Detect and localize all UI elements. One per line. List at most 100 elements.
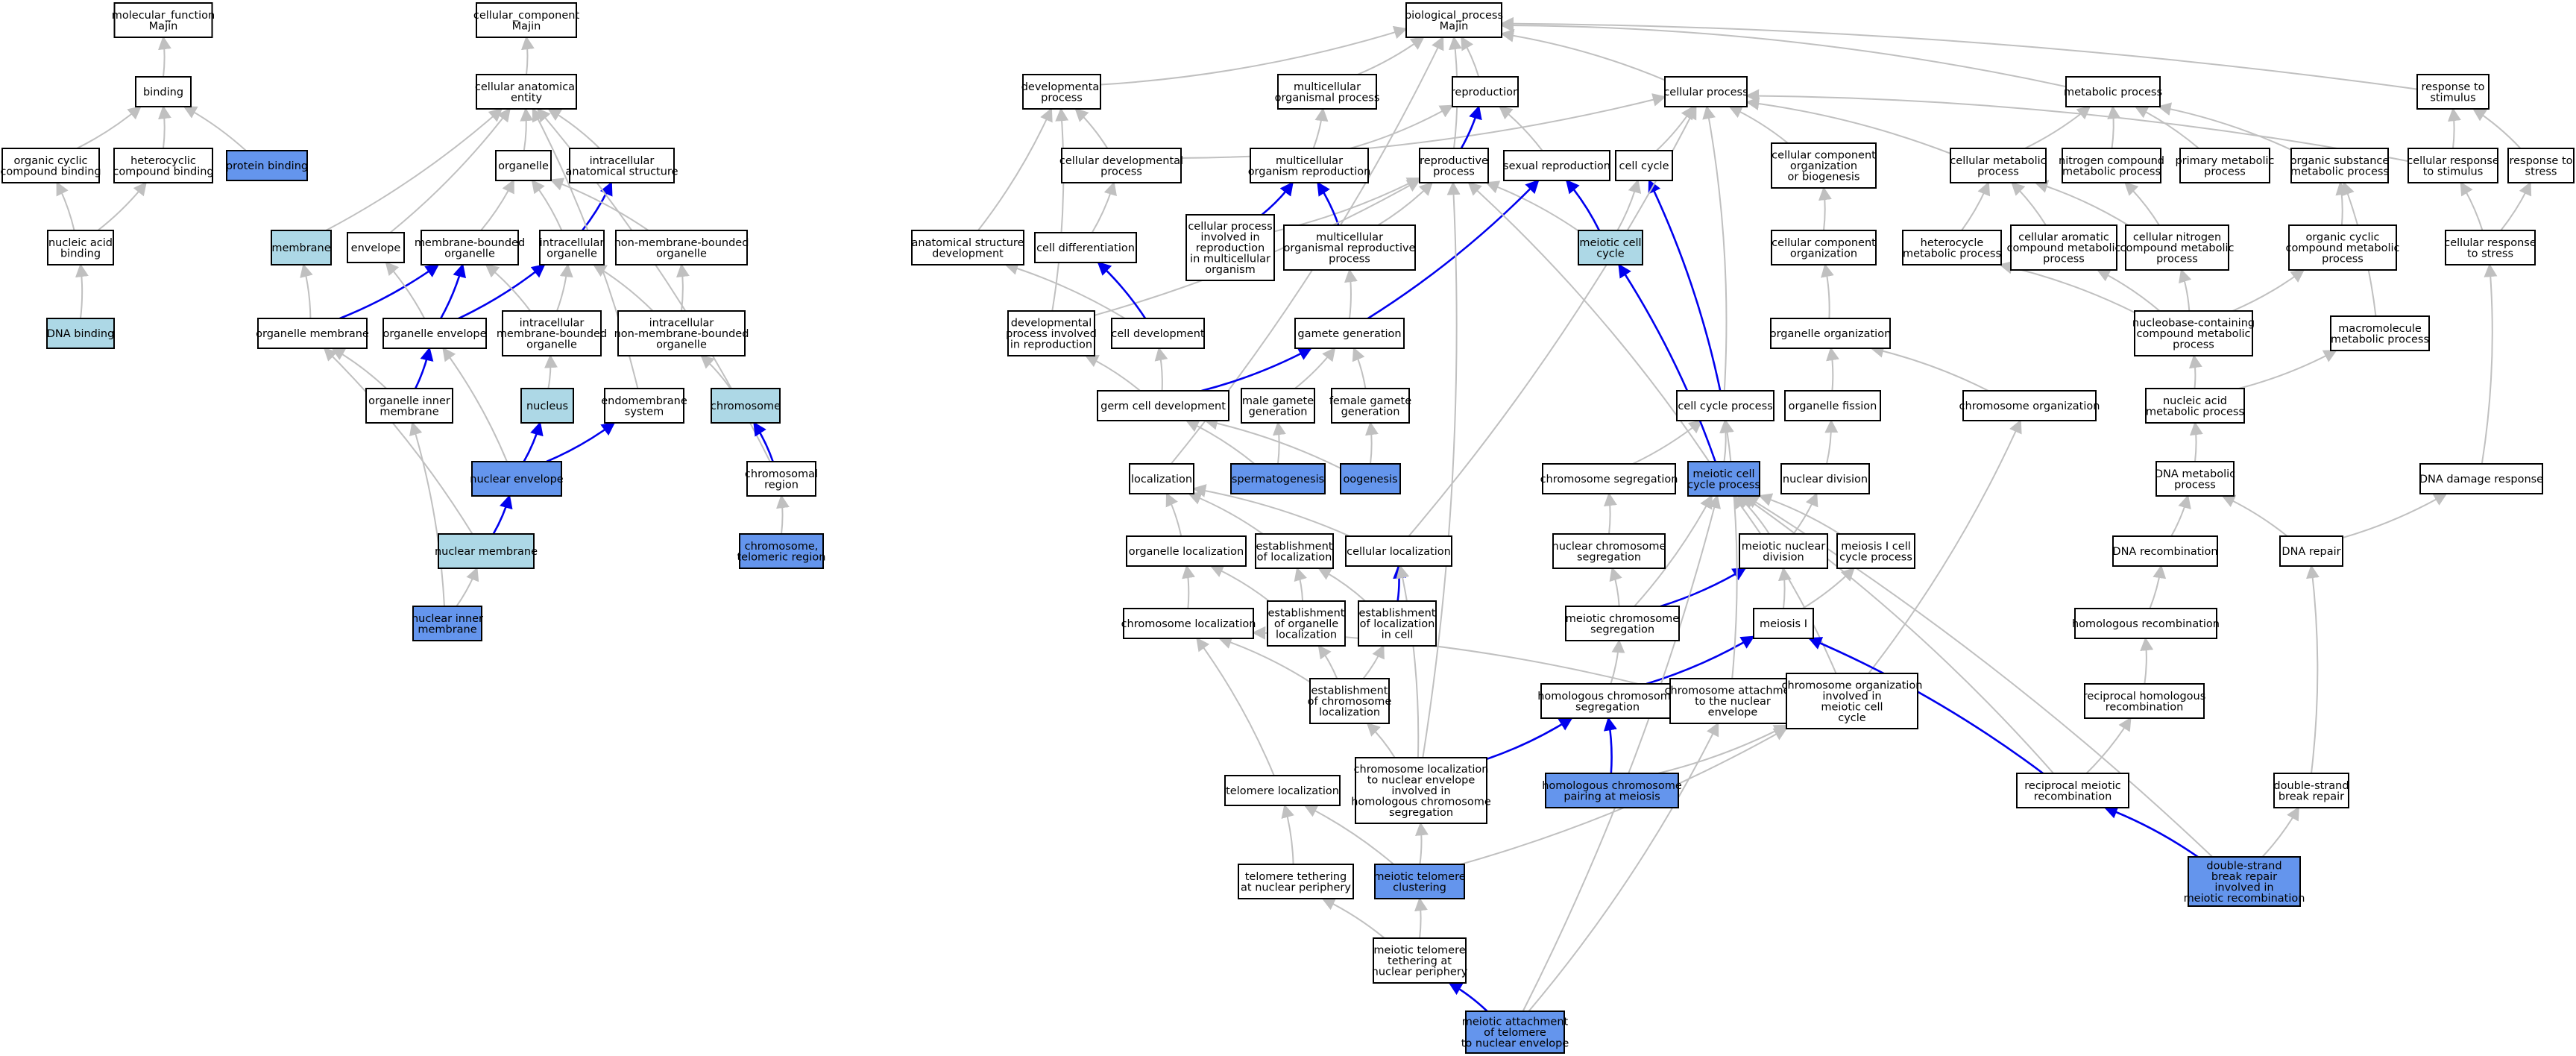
node-meiosis-i[interactable]: meiosis I: [1753, 608, 1814, 639]
node-oogenesis[interactable]: oogenesis: [1340, 463, 1401, 494]
node-chromosome-segregation[interactable]: chromosome segregation: [1540, 463, 1678, 494]
node-dna-repair[interactable]: DNA repair: [2279, 535, 2343, 567]
node-reproduction[interactable]: reproduction: [1451, 76, 1520, 107]
node-organelle-envelope[interactable]: organelle envelope: [382, 318, 487, 349]
node-protein-binding[interactable]: protein binding: [226, 150, 308, 181]
node-membrane[interactable]: membrane: [271, 230, 332, 265]
node-dna-damage-response[interactable]: DNA damage response: [2419, 463, 2543, 494]
node-organelle[interactable]: organelle: [495, 150, 552, 181]
node-chromosome-telomeric-region[interactable]: chromosome,telomeric region: [737, 533, 826, 569]
node-homologous-recombination[interactable]: homologous recombination: [2072, 608, 2220, 639]
node-metabolic-process[interactable]: metabolic process: [2064, 76, 2162, 107]
node-cell-cycle-process[interactable]: cell cycle process: [1676, 390, 1774, 421]
node-envelope[interactable]: envelope: [347, 232, 405, 263]
node-intracellular-nmb-organelle[interactable]: intracellularnon-membrane-boundedorganel…: [614, 310, 749, 356]
node-chromosome-localization[interactable]: chromosome localization: [1121, 608, 1256, 639]
node-cellular-process[interactable]: cellular process: [1663, 76, 1748, 107]
node-chromosome[interactable]: chromosome: [711, 388, 781, 424]
node-organelle-organization[interactable]: organelle organization: [1770, 318, 1892, 349]
node-cell-development[interactable]: cell development: [1111, 318, 1205, 349]
node-organelle-localization[interactable]: organelle localization: [1126, 535, 1247, 567]
node-chromosome-organization[interactable]: chromosome organization: [1959, 390, 2100, 421]
node-cell-differentiation[interactable]: cell differentiation: [1034, 232, 1137, 263]
node-nuclear-membrane[interactable]: nuclear membrane: [435, 533, 538, 569]
node-germ-cell-development[interactable]: germ cell development: [1097, 390, 1229, 421]
node-dna-recombination[interactable]: DNA recombination: [2112, 535, 2218, 567]
node-spermatogenesis[interactable]: spermatogenesis: [1230, 463, 1326, 494]
node-organelle-fission[interactable]: organelle fission: [1784, 390, 1881, 421]
node-telomere-localization[interactable]: telomere localization: [1224, 775, 1341, 806]
node-localization[interactable]: localization: [1129, 463, 1194, 494]
node-gamete-generation[interactable]: gamete generation: [1294, 318, 1405, 349]
node-organelle-membrane[interactable]: organelle membrane: [256, 318, 369, 349]
node-cell-cycle[interactable]: cell cycle: [1615, 150, 1673, 181]
node-cellular-localization[interactable]: cellular localization: [1345, 535, 1452, 567]
node-dna-binding[interactable]: DNA binding: [46, 318, 115, 349]
